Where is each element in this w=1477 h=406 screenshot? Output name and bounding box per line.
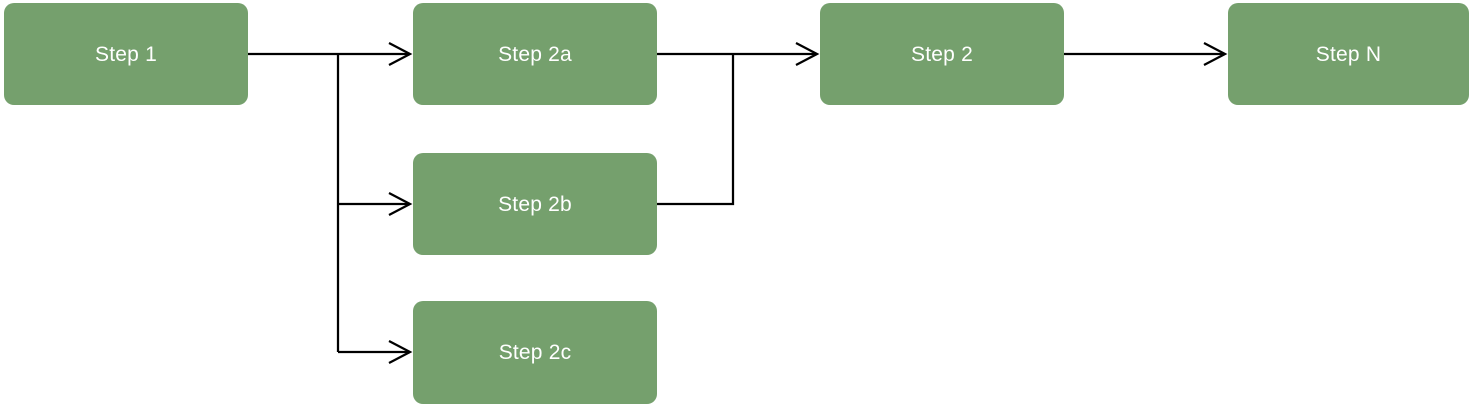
node-step-2a: Step 2a (413, 3, 657, 105)
node-step-2c: Step 2c (413, 301, 657, 404)
node-step-1-label: Step 1 (95, 42, 157, 66)
node-step-2-label: Step 2 (911, 42, 973, 66)
node-step-2b-label: Step 2b (498, 192, 572, 216)
node-step-n: Step N (1228, 3, 1469, 105)
edge-step2b-merge (657, 54, 735, 206)
node-step-n-label: Step N (1315, 42, 1382, 66)
node-step-2b: Step 2b (413, 153, 657, 255)
node-step-2c-label: Step 2c (498, 341, 572, 364)
node-step-1: Step 1 (4, 3, 248, 105)
node-step-2a-label: Step 2a (498, 42, 572, 66)
node-step-2: Step 2 (820, 3, 1064, 105)
